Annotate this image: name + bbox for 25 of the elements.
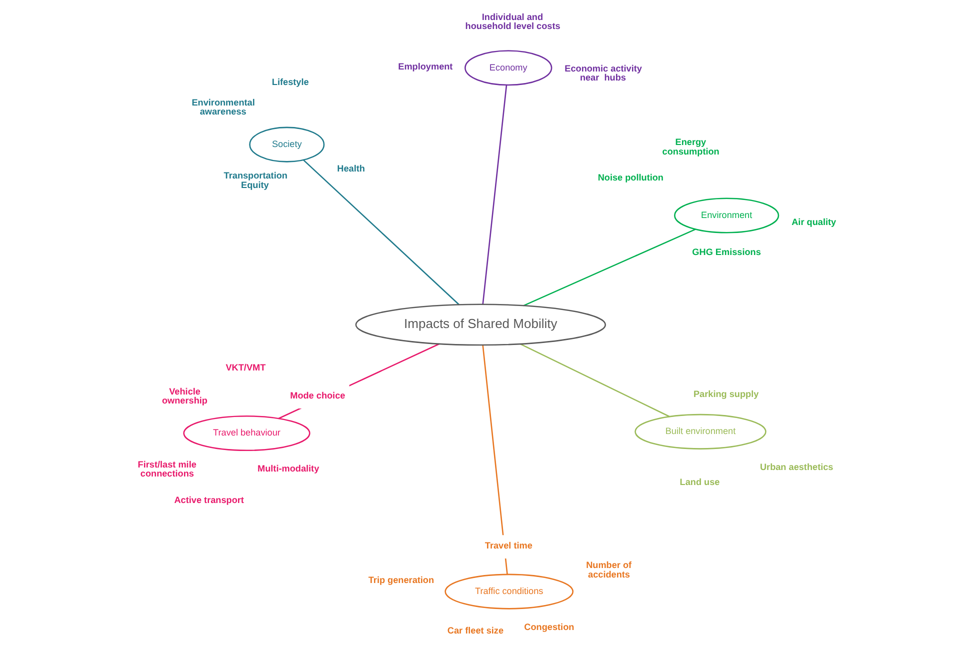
node-label: Noise pollution (598, 172, 664, 183)
node-label: Travel time (484, 540, 532, 551)
node-label: Economic activity near hubs (564, 64, 642, 83)
node-label: Mode choice (290, 390, 346, 400)
node-label: Environmental awareness (192, 98, 255, 117)
node-label: Urban aesthetics (760, 462, 834, 472)
node-label: VKT/VMT (226, 362, 266, 373)
node-label: Health (337, 163, 365, 174)
node-label: Employment (398, 61, 453, 72)
node-label: Transportation Equity (224, 170, 288, 190)
node-label: Trip generation (368, 575, 434, 586)
node-label: GHG Emissions (692, 247, 761, 258)
node-label: Land use (680, 477, 720, 488)
node-label: Energy consumption (662, 137, 720, 156)
node-label: Active transport (174, 494, 244, 505)
node-label: Multi-modality (258, 464, 320, 474)
node-label: First/last mile connections (138, 459, 196, 478)
node-label: Parking supply (693, 388, 759, 399)
node-label: Individual and household level costs (465, 12, 560, 32)
node-label: Lifestyle (272, 76, 309, 87)
node-label: Vehicle ownership (162, 386, 208, 406)
node-label: Car fleet size (447, 625, 504, 636)
node-label: Number of accidents (586, 560, 632, 580)
node-label: Congestion (524, 622, 574, 632)
node-label: Air quality (792, 217, 836, 228)
